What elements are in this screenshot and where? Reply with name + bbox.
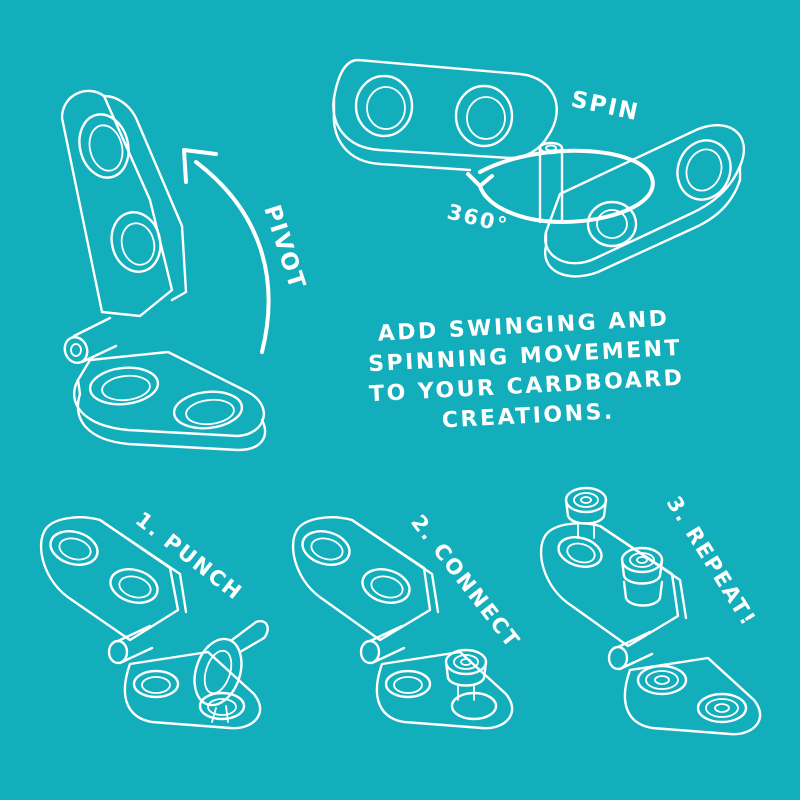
- pivot-hinge-drawing: [60, 89, 267, 452]
- headline: ADD SWINGING AND SPINNING MOVEMENT TO YO…: [349, 303, 703, 441]
- step-connect-drawing: [291, 516, 514, 730]
- step-repeat-drawing: [539, 486, 762, 736]
- pivot-arrow: [182, 148, 271, 354]
- spin-arrow: [466, 148, 655, 224]
- step-punch-drawing: [39, 516, 269, 730]
